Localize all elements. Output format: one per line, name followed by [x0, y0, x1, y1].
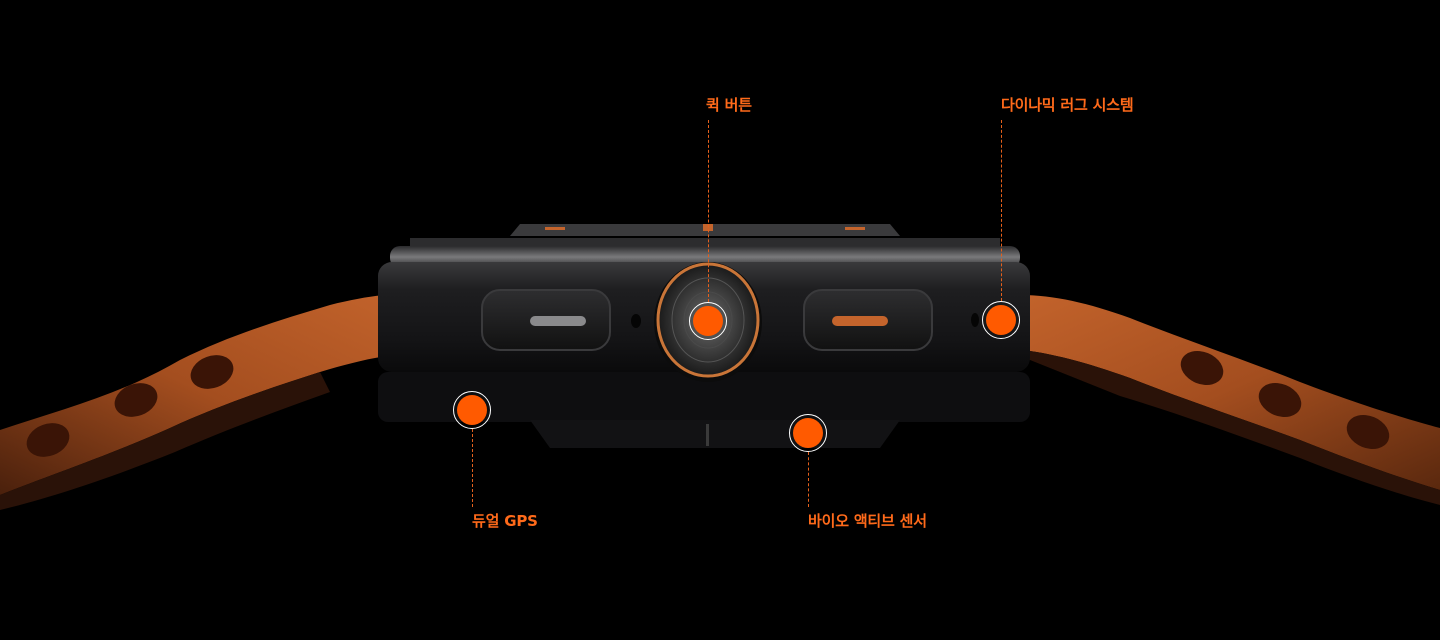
quick-button-leader-line [708, 120, 709, 302]
left-band [0, 294, 420, 510]
dynamic-lug-system-leader-line [1001, 120, 1002, 301]
hotspot-dot-icon [986, 305, 1016, 335]
dual-gps-label: 듀얼 GPS [472, 512, 538, 530]
dual-gps-hotspot[interactable] [453, 391, 491, 429]
bio-active-sensor-leader-line [808, 452, 809, 507]
quick-button-hotspot[interactable] [689, 302, 727, 340]
dynamic-lug-system-label: 다이나믹 러그 시스템 [1001, 96, 1134, 114]
right-band [1000, 294, 1440, 505]
dual-gps-leader-line [472, 429, 473, 507]
hotspot-dot-icon [457, 395, 487, 425]
hotspot-dot-icon [693, 306, 723, 336]
quick-button-label: 퀵 버튼 [706, 96, 752, 114]
bio-active-sensor-label: 바이오 액티브 센서 [808, 512, 927, 530]
dynamic-lug-system-hotspot[interactable] [982, 301, 1020, 339]
hotspot-dot-icon [793, 418, 823, 448]
bio-active-sensor-hotspot[interactable] [789, 414, 827, 452]
